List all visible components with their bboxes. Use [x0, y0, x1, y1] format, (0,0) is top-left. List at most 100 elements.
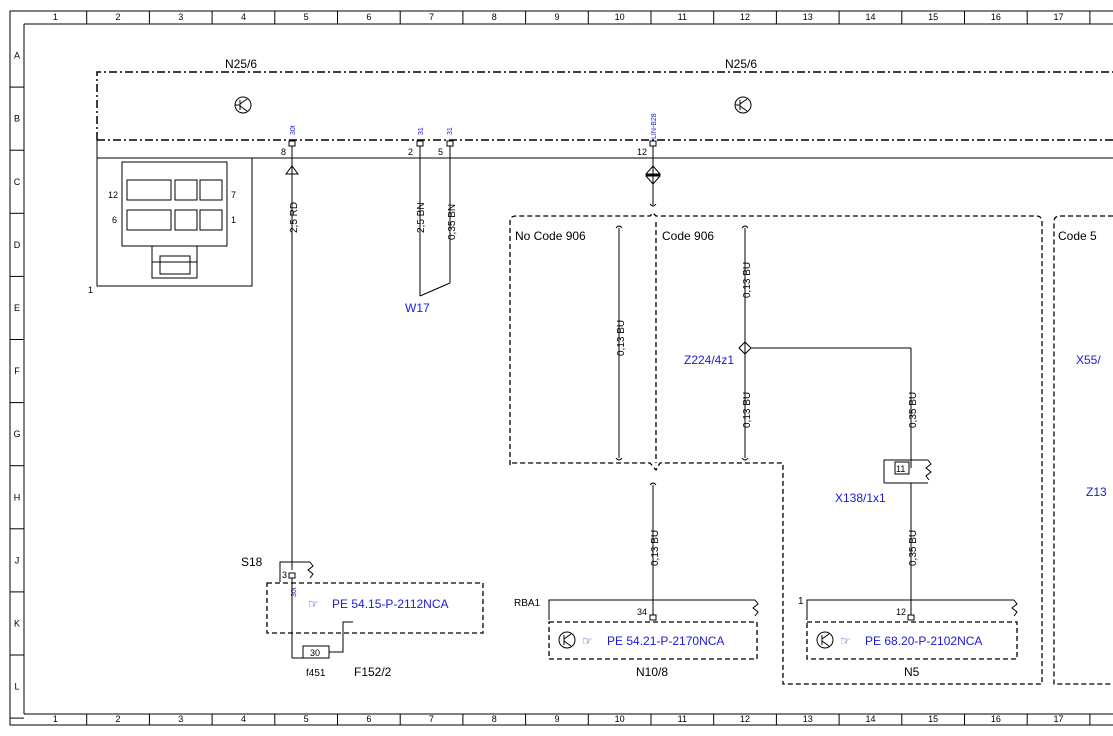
svg-text:0,35 BU: 0,35 BU — [908, 392, 919, 428]
svg-text:N5: N5 — [904, 665, 920, 679]
frame-column-number: 5 — [304, 714, 309, 724]
transistor-icon — [558, 631, 576, 649]
frame-column-number: 2 — [116, 12, 121, 22]
svg-text:11: 11 — [896, 464, 905, 474]
n10-8-block: RBA1 34 N10/8 — [514, 598, 759, 679]
transistor-icon — [816, 631, 834, 649]
frame-column-number: 6 — [366, 714, 371, 724]
frame-row-letter: K — [14, 618, 20, 628]
svg-text:RBA1: RBA1 — [514, 598, 541, 609]
code-5-label: Code 5 — [1058, 229, 1097, 243]
svg-text:0,13 BU: 0,13 BU — [616, 320, 627, 356]
frame-column-number: 7 — [429, 714, 434, 724]
svg-text:2: 2 — [408, 147, 413, 157]
frame-column-number: 7 — [429, 12, 434, 22]
x55-label: X55/ — [1076, 353, 1101, 367]
svg-text:12: 12 — [896, 607, 906, 617]
transistor-icon — [234, 96, 252, 114]
n25-6-label-right: N25/6 — [725, 57, 757, 71]
svg-text:F152/2: F152/2 — [354, 665, 392, 679]
frame-column-number: 13 — [803, 12, 813, 22]
frame-column-number: 8 — [492, 714, 497, 724]
pointing-hand-icon: ☞ — [582, 634, 593, 648]
ref-link-n10-8[interactable]: ☞ PE 54.21-P-2170NCA — [582, 634, 724, 648]
lin-wire — [644, 146, 662, 207]
frame-column-number: 12 — [740, 12, 750, 22]
frame-column-number: 17 — [1054, 714, 1064, 724]
wire-013bu-nocode: 0,13 BU — [615, 225, 627, 461]
frame-row-letter: B — [14, 114, 20, 124]
frame-row-letter: C — [14, 177, 21, 187]
svg-text:PE 54.21-P-2170NCA: PE 54.21-P-2170NCA — [607, 634, 724, 648]
frame-row-letter: D — [14, 240, 21, 250]
pin-12: 12 LIN-B28 — [637, 113, 658, 157]
frame-column-number: 14 — [865, 12, 875, 22]
code-906-label: Code 906 — [662, 229, 714, 243]
svg-text:1: 1 — [798, 596, 804, 607]
wire-013bu-code906: 0,13 BU 0,13 BU Z224/4z1 0,35 BU — [684, 225, 919, 468]
frame-column-number: 15 — [928, 12, 938, 22]
svg-text:1: 1 — [88, 285, 93, 295]
x138-connector: 11 X138/1x1 0,35 BU — [835, 459, 932, 615]
frame-column-number: 3 — [178, 714, 183, 724]
svg-text:30: 30 — [310, 648, 320, 658]
ref-link-s18[interactable]: ☞ PE 54.15-P-2112NCA — [308, 597, 449, 611]
n25-6-housing: N25/6 N25/6 — [96, 57, 1113, 141]
frame-row-letter: L — [14, 682, 19, 692]
pin-5: 5 31 — [438, 127, 454, 157]
n5-block: 1 12 N5 — [798, 596, 1018, 679]
frame-column-number: 1 — [53, 714, 58, 724]
frame-row-letter: H — [14, 492, 21, 502]
frame-column-number: 9 — [554, 714, 559, 724]
code-906-frames: No Code 906 Code 906 Code 5 — [509, 212, 1113, 685]
x138-label: X138/1x1 — [835, 491, 886, 505]
frame-column-number: 11 — [678, 12, 687, 22]
svg-text:LIN-B28: LIN-B28 — [651, 113, 658, 139]
svg-text:f451: f451 — [306, 668, 326, 679]
z13-label: Z13 — [1086, 485, 1107, 499]
svg-text:8: 8 — [281, 147, 286, 157]
frame-row-letter: E — [14, 303, 20, 313]
w17-label: W17 — [405, 301, 430, 315]
frame-column-number: 11 — [678, 714, 687, 724]
frame-column-number: 4 — [241, 714, 246, 724]
frame-column-number: 8 — [492, 12, 497, 22]
frame-column-number: 17 — [1054, 12, 1064, 22]
frame-column-number: 2 — [116, 714, 121, 724]
splice-icon — [738, 341, 752, 355]
no-code-906-label: No Code 906 — [515, 229, 586, 243]
frame-column-number: 13 — [803, 714, 813, 724]
svg-text:S18: S18 — [241, 555, 263, 569]
wire-2-5-rd: 2,5 RD — [285, 146, 300, 570]
pointing-hand-icon: ☞ — [308, 597, 319, 611]
svg-text:5: 5 — [438, 147, 443, 157]
svg-text:12: 12 — [637, 147, 647, 157]
transistor-icon — [734, 96, 752, 114]
svg-text:30t: 30t — [291, 587, 298, 597]
frame-column-number: 12 — [740, 714, 750, 724]
w17-wires: 2,5 BN 0,35 BN W17 — [405, 146, 458, 315]
frame-row-letter: A — [14, 51, 20, 61]
svg-text:0,13 BU: 0,13 BU — [742, 392, 753, 428]
frame-column-number: 9 — [554, 12, 559, 22]
frame-column-number: 10 — [615, 12, 625, 22]
svg-text:3: 3 — [282, 570, 287, 580]
svg-text:31: 31 — [418, 127, 425, 135]
ref-link-n5[interactable]: ☞ PE 68.20-P-2102NCA — [840, 634, 982, 648]
svg-text:0,35 BU: 0,35 BU — [908, 530, 919, 566]
pointing-hand-icon: ☞ — [840, 634, 851, 648]
svg-text:12: 12 — [108, 190, 118, 200]
z224-label: Z224/4z1 — [684, 353, 734, 367]
svg-text:PE 54.15-P-2112NCA: PE 54.15-P-2112NCA — [332, 597, 449, 611]
frame-column-number: 16 — [991, 12, 1001, 22]
svg-text:6: 6 — [112, 215, 117, 225]
pin-8: 8 30t — [281, 125, 297, 157]
s18-block: S18 3 30t 30 f451 F152/2 — [241, 555, 484, 679]
svg-text:0,13 BU: 0,13 BU — [742, 262, 753, 298]
frame-column-number: 14 — [865, 714, 875, 724]
svg-text:7: 7 — [231, 190, 236, 200]
pin-2: 2 31 — [408, 127, 425, 157]
svg-text:31: 31 — [447, 127, 454, 135]
frame-row-letter: J — [15, 555, 20, 565]
